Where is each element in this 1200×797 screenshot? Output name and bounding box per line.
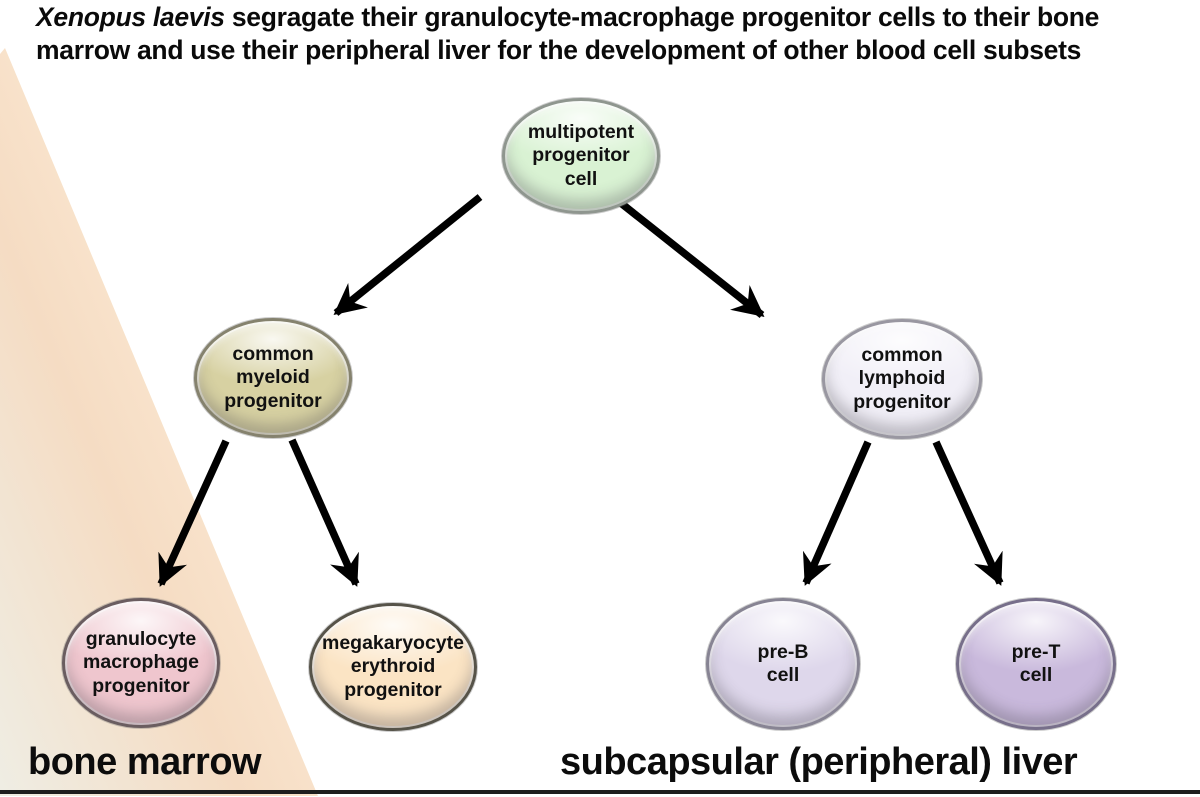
node-label-line: progenitor [224, 389, 322, 412]
node-label-line: common [232, 342, 314, 365]
node-label: pre-B cell [758, 641, 809, 688]
node-common-lymphoid-progenitor: common lymphoid progenitor [822, 319, 982, 439]
node-label: common lymphoid progenitor [853, 344, 951, 414]
node-label-line: erythroid [350, 655, 436, 678]
node-label-line: progenitor [853, 390, 951, 413]
title-line-1-text: segragate their granulocyte-macrophage p… [231, 2, 1100, 32]
title-line-2: marrow and use their peripheral liver fo… [36, 34, 1200, 67]
node-label-line: lymphoid [858, 367, 946, 390]
node-label-line: macrophage [83, 651, 199, 674]
region-label-bone-marrow: bone marrow [28, 741, 262, 783]
node-label: multipotent progenitor cell [528, 121, 634, 191]
arrow-lymphoid-to-preb [802, 440, 872, 586]
node-pre-t-cell: pre-T cell [956, 598, 1116, 730]
node-label-line: common [861, 343, 943, 366]
arrow-multipotent-to-myeloid [333, 194, 483, 316]
arrow-multipotent-to-lymphoid [609, 193, 765, 318]
node-label-line: pre-B [757, 640, 809, 663]
bone-marrow-wedge-background [0, 48, 318, 796]
title-line-2-text: marrow and use their peripheral liver fo… [36, 35, 1082, 66]
node-pre-b-cell: pre-B cell [706, 598, 860, 730]
node-label: pre-T cell [1012, 641, 1061, 688]
node-label-line: granulocyte [85, 627, 197, 650]
node-label-line: cell [766, 664, 800, 686]
node-label: granulocyte macrophage progenitor [83, 628, 199, 698]
baseline-rule [0, 790, 1200, 794]
arrow-lymphoid-to-pret [932, 440, 1004, 586]
node-label-line: progenitor [92, 674, 190, 697]
node-label-line: pre-T [1011, 640, 1061, 663]
node-megakaryocyte-erythroid-progenitor: megakaryocyte erythroid progenitor [309, 603, 477, 731]
node-label: common myeloid progenitor [224, 343, 322, 413]
node-label-line: myeloid [236, 366, 310, 389]
title-line-1: Xenopus laevis segragate their granulocy… [36, 1, 1200, 34]
node-common-myeloid-progenitor: common myeloid progenitor [194, 318, 352, 438]
node-granulocyte-macrophage-progenitor: granulocyte macrophage progenitor [62, 598, 220, 728]
node-label-line: progenitor [532, 144, 630, 167]
node-label: megakaryocyte erythroid progenitor [322, 632, 464, 702]
species-name: Xenopus laevis [36, 2, 225, 32]
node-label-line: multipotent [527, 120, 635, 143]
arrow-myeloid-to-megakaryocyte [288, 438, 360, 587]
node-label-line: progenitor [344, 678, 442, 701]
node-label-line: cell [1019, 664, 1053, 686]
node-label-line: megakaryocyte [321, 631, 464, 654]
arrow-myeloid-to-granulocyte [157, 439, 230, 587]
node-multipotent-progenitor-cell: multipotent progenitor cell [502, 98, 660, 214]
figure-title: Xenopus laevis segragate their granulocy… [36, 1, 1200, 68]
region-label-subcapsular-peripheral-liver: subcapsular (peripheral) liver [560, 741, 1078, 783]
node-label-line: cell [564, 167, 598, 190]
